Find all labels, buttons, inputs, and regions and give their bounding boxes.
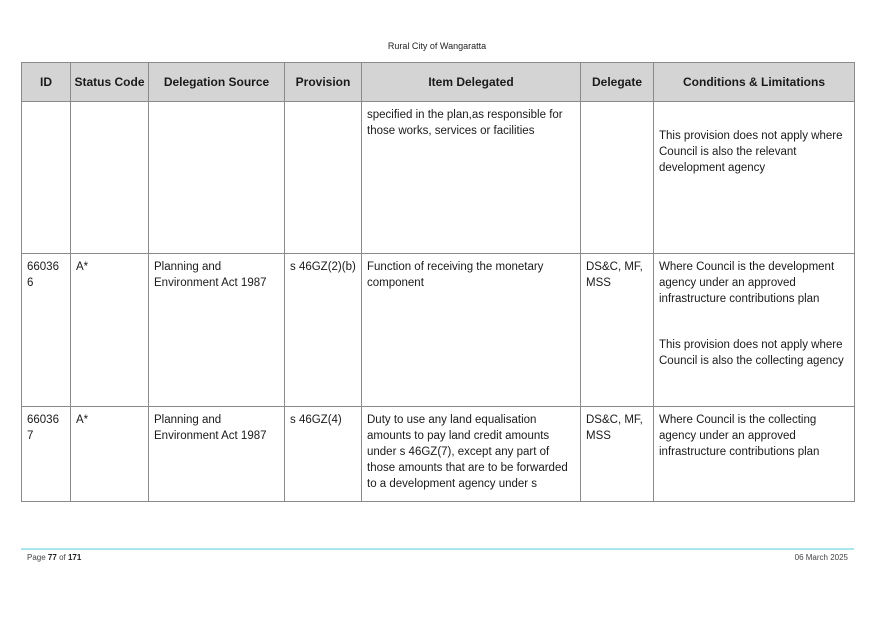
page-header: Rural City of Wangaratta: [387, 41, 487, 51]
table-row: 660366 A* Planning and Environment Act 1…: [21, 253, 855, 407]
table-header-row: ID Status Code Delegation Source Provisi…: [21, 62, 855, 102]
cell-provision: [284, 101, 362, 254]
condition-text: This provision does not apply where Coun…: [659, 339, 844, 367]
total-pages: 171: [67, 553, 82, 562]
column-header-item-delegated: Item Delegated: [361, 62, 581, 102]
condition-text: Where Council is the development agency …: [659, 261, 835, 305]
cell-id: 660366: [21, 253, 71, 407]
condition-text: Where Council is the collecting agency u…: [659, 414, 820, 458]
cell-conditions: This provision does not apply where Coun…: [653, 101, 855, 254]
document-date: 06 March 2025: [794, 553, 848, 562]
column-header-id: ID: [21, 62, 71, 102]
cell-conditions: Where Council is the collecting agency u…: [653, 406, 855, 502]
page-number: Page 77 of 171: [27, 553, 82, 562]
cell-provision: s 46GZ(2)(b): [284, 253, 362, 407]
column-header-status-code: Status Code: [70, 62, 149, 102]
cell-item-delegated: Duty to use any land equalisation amount…: [361, 406, 581, 502]
current-page: 77: [47, 553, 57, 562]
table-row: specified in the plan,as responsible for…: [21, 101, 855, 254]
cell-delegation-source: Planning and Environment Act 1987: [148, 253, 285, 407]
cell-id: [21, 101, 71, 254]
column-header-delegation-source: Delegation Source: [148, 62, 285, 102]
cell-status-code: A*: [70, 253, 149, 407]
table-row: 660367 A* Planning and Environment Act 1…: [21, 406, 855, 502]
condition-text: This provision does not apply where Coun…: [659, 130, 843, 174]
cell-item-delegated: Function of receiving the monetary compo…: [361, 253, 581, 407]
cell-status-code: [70, 101, 149, 254]
column-header-provision: Provision: [284, 62, 362, 102]
cell-delegate: [580, 101, 654, 254]
footer-divider: [21, 548, 854, 550]
cell-delegation-source: [148, 101, 285, 254]
cell-delegate: DS&C, MF, MSS: [580, 406, 654, 502]
column-header-delegate: Delegate: [580, 62, 654, 102]
column-header-conditions: Conditions & Limitations: [653, 62, 855, 102]
cell-item-delegated: specified in the plan,as responsible for…: [361, 101, 581, 254]
cell-status-code: A*: [70, 406, 149, 502]
cell-provision: s 46GZ(4): [284, 406, 362, 502]
cell-delegate: DS&C, MF, MSS: [580, 253, 654, 407]
cell-delegation-source: Planning and Environment Act 1987: [148, 406, 285, 502]
cell-id: 660367: [21, 406, 71, 502]
delegations-table: ID Status Code Delegation Source Provisi…: [21, 62, 855, 502]
cell-conditions: Where Council is the development agency …: [653, 253, 855, 407]
